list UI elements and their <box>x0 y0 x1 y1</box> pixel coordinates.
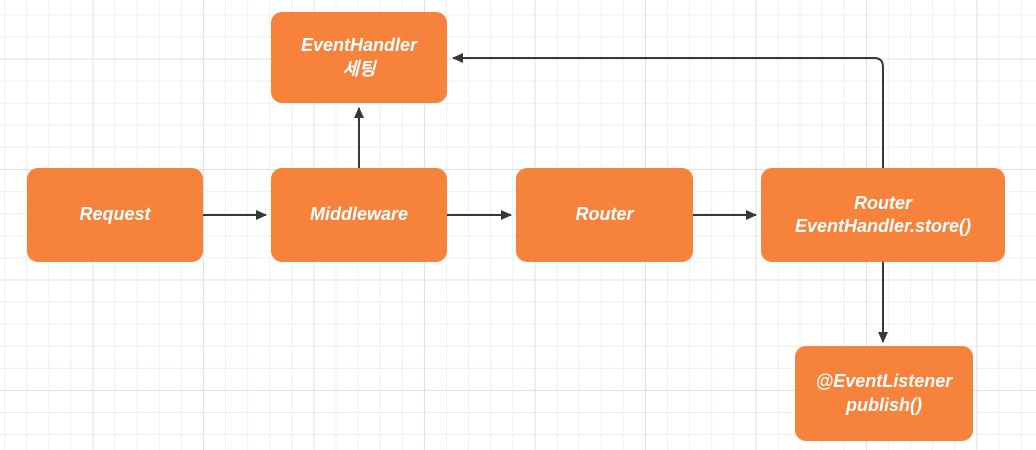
node-event-handler-setting[interactable]: EventHandler 세팅 <box>271 12 447 103</box>
node-router[interactable]: Router <box>516 168 693 262</box>
node-middleware[interactable]: Middleware <box>271 168 447 262</box>
node-request[interactable]: Request <box>27 168 203 262</box>
edge-router-store-to-eventhandler-setting <box>452 53 884 168</box>
node-eventlistener-publish[interactable]: @EventListener publish() <box>795 346 973 441</box>
node-router-eventhandler-store[interactable]: Router EventHandler.store() <box>761 168 1005 262</box>
